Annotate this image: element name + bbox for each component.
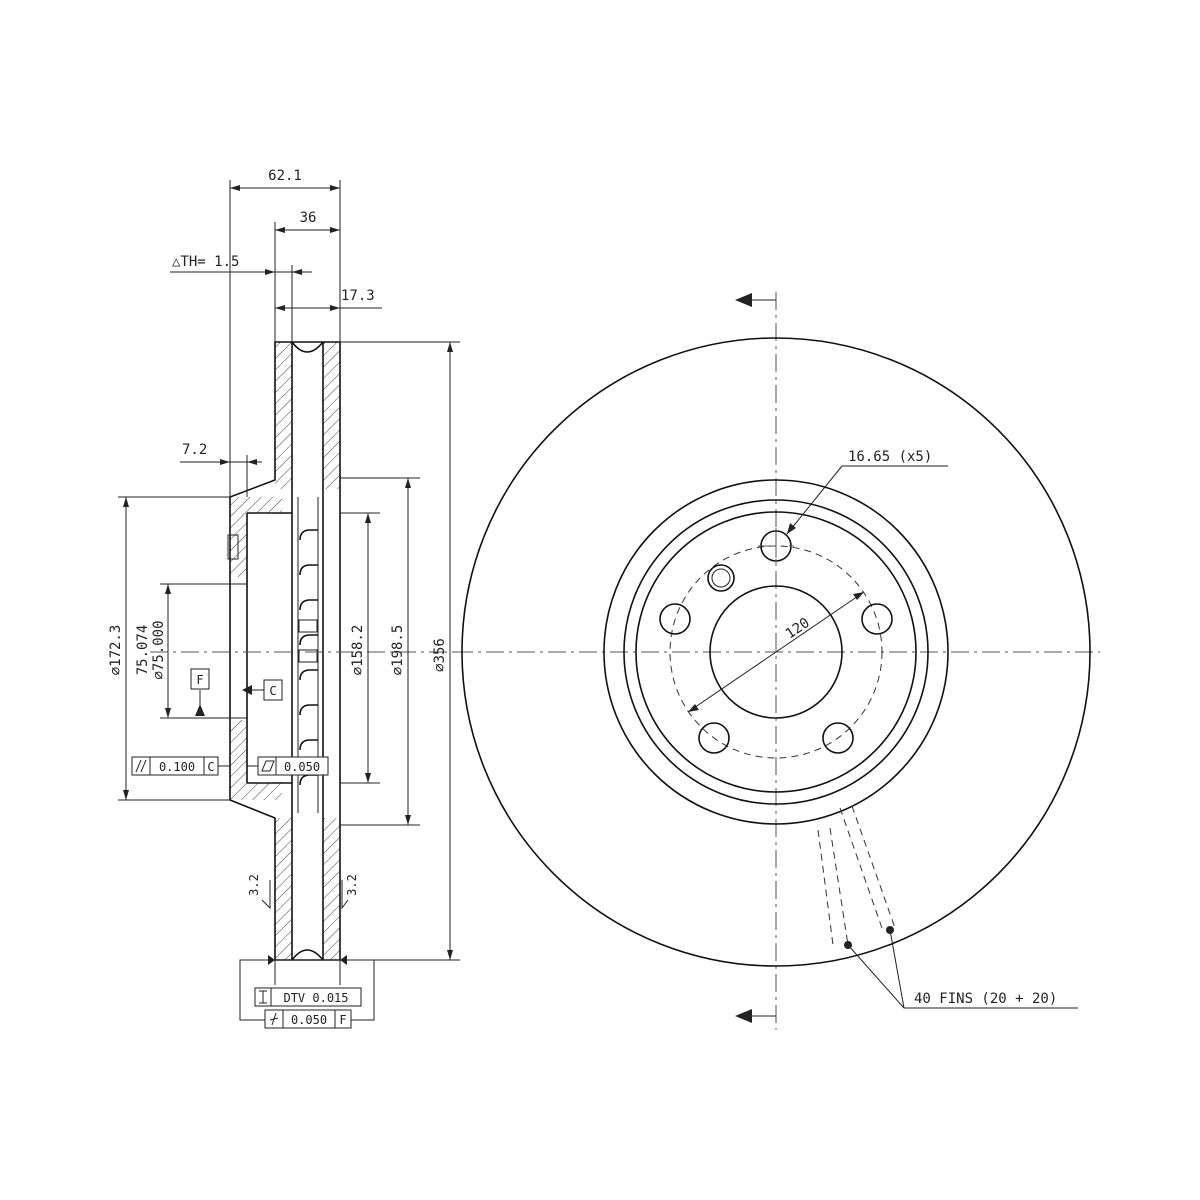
svg-text:F: F	[339, 1013, 346, 1027]
svg-text:17.3: 17.3	[341, 288, 375, 304]
cooling-vanes	[297, 497, 319, 813]
pitch-circle	[669, 545, 883, 759]
svg-text:0.050: 0.050	[291, 1013, 327, 1027]
svg-text:⌀158.2: ⌀158.2	[350, 625, 366, 676]
dim-bore-diameter: 75.074 ⌀75.000	[135, 584, 171, 718]
front-view: 120 16.65 (x5) 40 FINS (20 + 20)	[455, 292, 1100, 1030]
svg-text:F: F	[196, 673, 203, 687]
svg-text:⌀75.000: ⌀75.000	[151, 620, 167, 679]
bolt-hole	[822, 722, 854, 754]
svg-text:62.1: 62.1	[268, 168, 302, 184]
locating-screw-hole	[707, 564, 735, 592]
svg-text:3.2: 3.2	[247, 874, 261, 896]
svg-text:3.2: 3.2	[345, 874, 359, 896]
cooling-fins-hidden	[817, 805, 896, 949]
svg-text:C: C	[269, 684, 276, 698]
section-outline	[229, 341, 341, 961]
datum-c: C	[242, 679, 283, 701]
dim-hat-diameter: ⌀172.3	[108, 497, 129, 800]
dim-overall-width: 62.1	[230, 168, 340, 191]
hat-outer-edge	[623, 499, 929, 805]
disc-outer-edge	[461, 337, 1091, 967]
dtv-runout-block: DTV 0.015 0.050 F	[239, 959, 375, 1029]
bolt-hole	[861, 603, 893, 635]
fins-leader: 40 FINS (20 + 20)	[847, 929, 1078, 1009]
dim-hat-offset: 17.3	[275, 288, 382, 311]
bolt-hole-leader: 16.65 (x5)	[786, 449, 948, 535]
center-bore	[709, 585, 843, 719]
friction-ring-inner-edge	[603, 479, 949, 825]
svg-text:DTV 0.015: DTV 0.015	[283, 991, 348, 1005]
dim-disc-thickness: 36	[275, 210, 340, 233]
roughness-right: 3.2	[341, 874, 359, 910]
bolt-hole	[698, 722, 730, 754]
bolt-hole	[659, 603, 691, 635]
svg-text:7.2: 7.2	[182, 442, 207, 458]
svg-text:△TH= 1.5: △TH= 1.5	[172, 254, 239, 270]
locating-pin	[227, 534, 239, 560]
svg-text:0.050: 0.050	[284, 760, 320, 774]
hat-inner-outline	[246, 342, 324, 960]
flatness-tolerance-frame: 0.050	[247, 756, 329, 776]
svg-text:⌀198.5: ⌀198.5	[390, 625, 406, 676]
section-view: 62.1 36 △TH= 1.5 17.3	[108, 168, 460, 1029]
dim-flange-thickness: 7.2	[180, 442, 262, 497]
svg-text:36: 36	[300, 210, 317, 226]
svg-text:120: 120	[783, 615, 813, 642]
section-cut-arrows	[735, 293, 776, 1023]
bolt-holes	[659, 528, 893, 754]
datum-f: F	[190, 668, 210, 716]
svg-text:⌀172.3: ⌀172.3	[108, 625, 124, 676]
svg-text:⌀356: ⌀356	[432, 638, 448, 672]
parallelism-tolerance-frame: 0.100 C	[131, 756, 230, 776]
dim-thickness-variation: △TH= 1.5	[170, 254, 312, 275]
dim-vane-diameter: ⌀198.5	[390, 478, 411, 825]
dim-outer-diameter: ⌀356	[432, 342, 453, 960]
section-hatching	[230, 342, 340, 960]
dim-inner-diameter: ⌀158.2	[350, 513, 371, 783]
vane-profile-top	[291, 341, 324, 961]
svg-text:75.074: 75.074	[135, 625, 151, 676]
hat-step-edge	[635, 511, 917, 793]
svg-text:40 FINS (20 + 20): 40 FINS (20 + 20)	[914, 991, 1057, 1007]
roughness-left: 3.2	[247, 874, 271, 910]
svg-text:0.100: 0.100	[159, 760, 195, 774]
svg-text:C: C	[207, 760, 214, 774]
svg-text:16.65 (x5): 16.65 (x5)	[848, 449, 932, 465]
